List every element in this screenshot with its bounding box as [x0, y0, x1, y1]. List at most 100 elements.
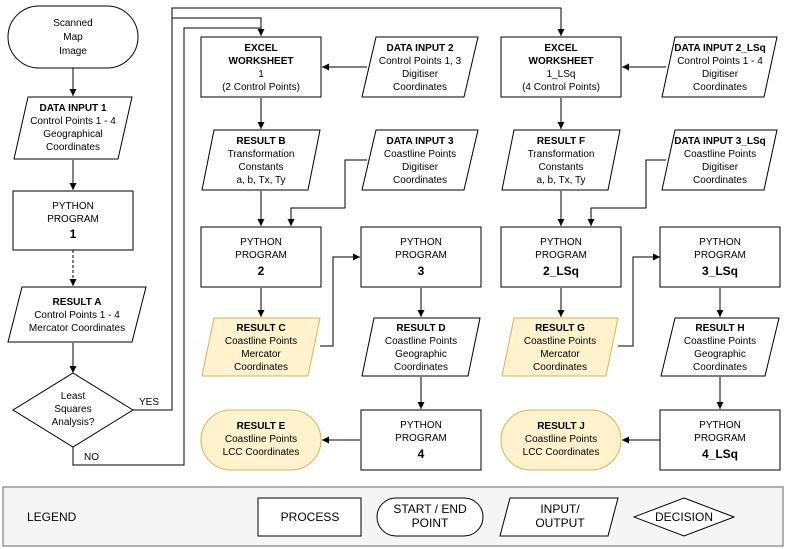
node-line: 1_LSq	[547, 69, 576, 80]
result-h-node: RESULT H Coastline Points Geographic Coo…	[660, 317, 780, 377]
node-line: PYTHON	[699, 237, 741, 248]
node-line: Coordinates	[693, 362, 747, 373]
result-g-node: RESULT G Coastline Points Mercator Coord…	[501, 317, 619, 377]
data-input-3-node: DATA INPUT 3 Coastline Points Digitiser …	[361, 129, 479, 191]
edge-di3-to-pp2	[287, 159, 367, 226]
node-line: PROGRAM	[694, 433, 746, 444]
node-line: Coordinates	[394, 362, 448, 373]
node-line: DATA INPUT 3	[386, 136, 453, 147]
data-input-1-node: DATA INPUT 1 Control Points 1 - 4 Geogra…	[13, 96, 133, 160]
node-line: 3_LSq	[702, 264, 738, 278]
legend-io-shape	[499, 497, 619, 537]
node-line: Digitiser	[702, 162, 739, 173]
node-line: Coastline Points	[385, 336, 457, 347]
result-b-node: RESULT B Transformation Constants a, b, …	[201, 129, 321, 191]
legend-start-end-label: POINT	[412, 516, 449, 530]
node-line: RESULT A	[53, 297, 102, 308]
legend-process-shape	[257, 497, 362, 537]
node-line: Coastline Points	[684, 336, 756, 347]
edges	[69, 7, 724, 466]
python-program-2-lsq-node: PYTHON PROGRAM 2_LSq	[500, 226, 622, 288]
node-line: Coastline Points	[524, 336, 596, 347]
node-line: Geographic	[395, 349, 447, 360]
node-line: RESULT J	[537, 421, 585, 432]
node-line: EXCEL	[244, 43, 277, 54]
node-line: PROGRAM	[535, 250, 587, 261]
result-c-node: RESULT C Coastline Points Mercator Coord…	[201, 317, 321, 377]
legend-start-end-shape	[376, 497, 484, 537]
python-program-4-lsq-node: PYTHON PROGRAM 4_LSq	[659, 409, 781, 471]
node-line: PROGRAM	[235, 250, 287, 261]
node-line: Coordinates	[693, 82, 747, 93]
node-line: DATA INPUT 2	[386, 43, 453, 54]
legend-process-label: PROCESS	[281, 510, 340, 524]
node-line: Control Points 1 - 4	[34, 310, 120, 321]
node-line: Coordinates	[533, 362, 587, 373]
node-line: (2 Control Points)	[222, 82, 300, 93]
node-line: PROGRAM	[395, 433, 447, 444]
node-line: EXCEL	[544, 43, 577, 54]
legend: LEGEND PROCESS START / END POINT INPUT/ …	[2, 486, 784, 547]
node-line: Coordinates	[46, 142, 100, 153]
node-line: Constants	[238, 162, 283, 173]
node-line: a, b, Tx, Ty	[236, 175, 285, 186]
node-line: RESULT G	[535, 323, 585, 334]
node-line: Coastline Points	[384, 149, 456, 160]
edge-rc-to-pp3	[320, 253, 360, 347]
legend-io-label: INPUT/	[540, 502, 580, 516]
node-line: DATA INPUT 1	[39, 103, 106, 114]
node-line: Scanned	[53, 18, 92, 29]
node-line: Coastline Points	[684, 149, 756, 160]
node-line: Control Points 1 - 4	[30, 116, 116, 127]
result-f-node: RESULT F Transformation Constants a, b, …	[501, 129, 621, 191]
legend-title: LEGEND	[27, 510, 77, 524]
node-line: 4	[418, 447, 425, 461]
least-squares-decision-node: Least Squares Analysis?	[12, 372, 134, 448]
legend-start-end-label: START / END	[393, 502, 467, 516]
node-line: PROGRAM	[395, 250, 447, 261]
edge-yes-branch-to-ew1	[172, 17, 265, 36]
data-input-2-lsq-node: DATA INPUT 2_LSq Control Points 1 - 4 Di…	[661, 36, 778, 98]
node-line: RESULT B	[236, 136, 285, 147]
node-line: Least	[61, 391, 86, 402]
node-line: Transformation	[528, 149, 595, 160]
node-line: 1	[70, 227, 77, 241]
node-line: Mercator	[241, 349, 281, 360]
data-input-2-node: DATA INPUT 2 Control Points 1, 3 Digitis…	[361, 36, 479, 98]
node-line: Constants	[538, 162, 583, 173]
node-line: Coastline Points	[225, 336, 297, 347]
node-line: RESULT E	[237, 421, 286, 432]
legend-io-label: OUTPUT	[535, 516, 585, 530]
legend-decision-shape	[632, 497, 736, 537]
node-line: Coordinates	[234, 362, 288, 373]
node-line: Coordinates	[693, 175, 747, 186]
node-line: PYTHON	[400, 237, 442, 248]
node-line: Mercator	[540, 349, 580, 360]
node-line: Control Points 1 - 4	[677, 56, 763, 67]
excel-worksheet-1-lsq-node: EXCEL WORKSHEET 1_LSq (4 Control Points)	[500, 36, 622, 98]
node-line: WORKSHEET	[529, 56, 594, 67]
node-line: 3	[418, 264, 425, 278]
node-line: LCC Coordinates	[223, 447, 300, 458]
node-line: 2	[258, 264, 265, 278]
node-line: DATA INPUT 3_LSq	[674, 136, 765, 147]
node-line: PYTHON	[52, 201, 94, 212]
node-line: Control Points 1, 3	[379, 56, 462, 67]
node-line: PYTHON	[400, 420, 442, 431]
node-line: RESULT C	[236, 323, 285, 334]
node-line: 4_LSq	[702, 447, 738, 461]
node-line: Map	[63, 32, 83, 43]
node-line: LCC Coordinates	[523, 447, 600, 458]
node-line: RESULT F	[537, 136, 585, 147]
node-line: Analysis?	[52, 417, 95, 428]
node-line: Geographic	[694, 349, 746, 360]
node-line: RESULT H	[695, 323, 744, 334]
edge-yes-to-ew1lsq	[133, 7, 565, 411]
edge-label-yes: YES	[139, 397, 159, 408]
edge-di3lsq-to-pp2lsq	[587, 159, 666, 226]
node-line: Coastline Points	[525, 434, 597, 445]
node-line: 1	[258, 69, 264, 80]
node-line: PYTHON	[540, 237, 582, 248]
node-line: Coordinates	[393, 82, 447, 93]
